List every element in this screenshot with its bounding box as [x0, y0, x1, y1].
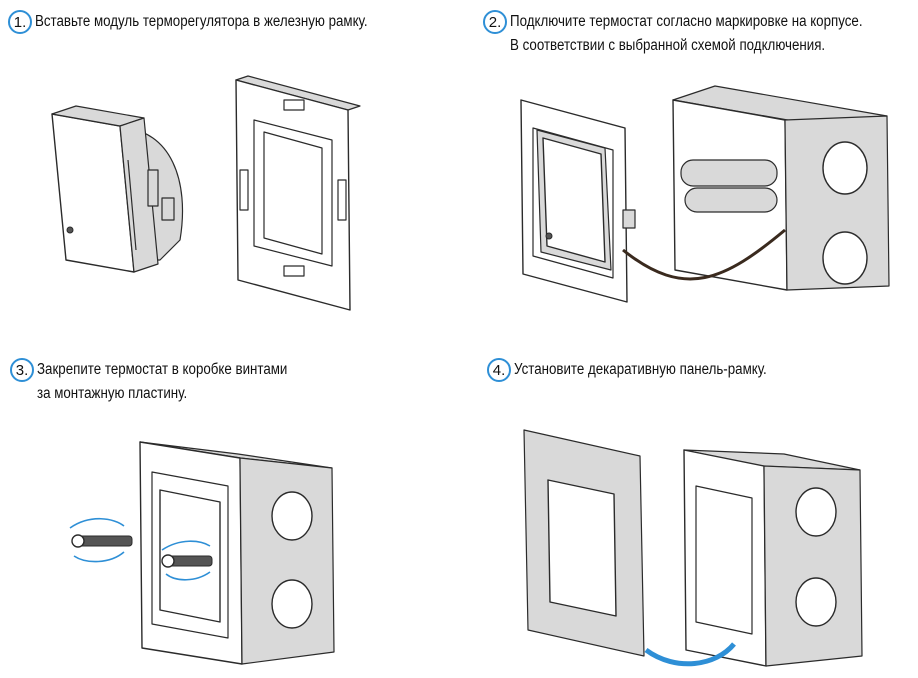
- illustration-step-2: [520, 85, 890, 303]
- step-1: 1. Вставьте модуль терморегулятора в жел…: [8, 10, 422, 34]
- step-instruction-line-1: Вставьте модуль терморегулятора в железн…: [35, 13, 368, 30]
- step-instruction-line-1: Закрепите термостат в коробке винтами: [37, 361, 288, 378]
- thermostat-module: [51, 105, 184, 273]
- junction-box: [683, 449, 863, 667]
- step-number: 3.: [15, 361, 29, 379]
- step-instruction: Вставьте модуль терморегулятора в железн…: [35, 10, 368, 34]
- rotation-arrow-icon: [69, 517, 211, 581]
- step-number-badge: 3.: [10, 358, 34, 382]
- illustration-step-4: [523, 429, 863, 667]
- step-2: 2. Подключите термостат согласно маркиро…: [483, 10, 918, 58]
- thermostat-module: [536, 129, 636, 271]
- screw: [71, 534, 133, 548]
- step-number-badge: 2.: [483, 10, 507, 34]
- step-instruction: Установите декаративную панель-рамку.: [514, 358, 767, 382]
- illustration-step-1: [51, 75, 361, 311]
- illustration-step-3: [69, 441, 335, 665]
- step-number-badge: 1.: [8, 10, 32, 34]
- step-3: 3. Закрепите термостат в коробке винтами…: [10, 358, 328, 406]
- step-instruction: Закрепите термостат в коробке винтами за…: [37, 358, 287, 406]
- wire: [622, 228, 786, 281]
- step-instruction-line-1: Установите декаративную панель-рамку.: [514, 361, 767, 378]
- step-number: 1.: [13, 13, 27, 31]
- decorative-panel: [523, 429, 645, 657]
- screw: [161, 554, 213, 568]
- step-instruction-line-2: В соответствии с выбранной схемой подклю…: [510, 37, 826, 54]
- junction-box: [672, 85, 890, 291]
- step-instruction-line-1: Подключите термостат согласно маркировке…: [510, 13, 863, 30]
- step-number: 4.: [492, 361, 506, 379]
- insert-arrow-icon: [644, 642, 736, 667]
- mounting-frame: [151, 471, 229, 639]
- step-number: 2.: [488, 13, 502, 31]
- step-instruction: Подключите термостат согласно маркировке…: [510, 10, 863, 58]
- mounting-frame: [235, 75, 361, 311]
- step-number-badge: 4.: [487, 358, 511, 382]
- step-instruction-line-2: за монтажную пластину.: [37, 385, 188, 402]
- step-4: 4. Установите декаративную панель-рамку.: [487, 358, 808, 382]
